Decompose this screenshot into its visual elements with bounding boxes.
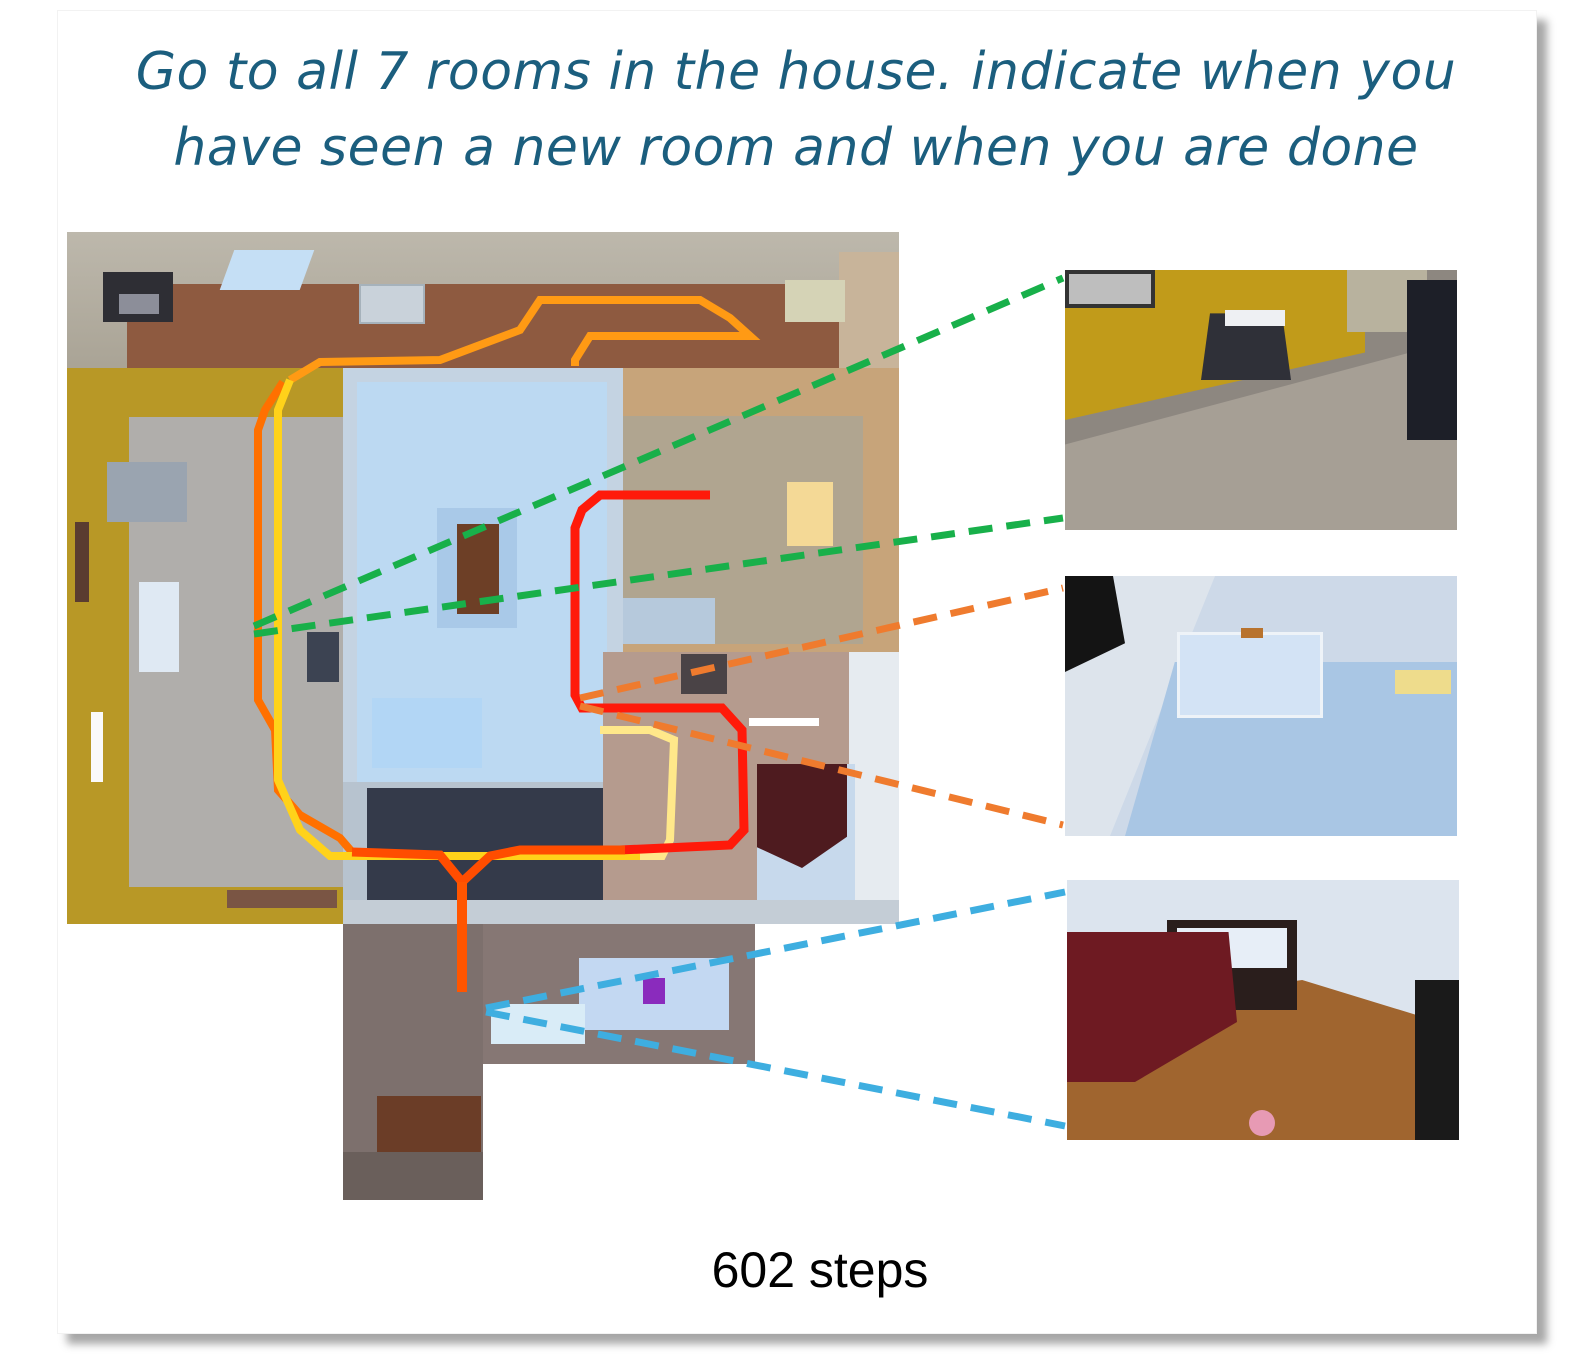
purple-cushion: [643, 978, 665, 1004]
sink: [623, 598, 715, 644]
bedroom-right-wall: [849, 652, 899, 922]
sofa: [107, 462, 187, 522]
entry-floor: [343, 1152, 483, 1200]
map-bottom-strip: [343, 900, 899, 924]
desk-light: [787, 482, 833, 546]
cabinet: [359, 284, 425, 324]
hall-right-wall: [839, 252, 899, 372]
coffee-table: [491, 1004, 585, 1044]
skylight: [219, 250, 315, 290]
shelf-unit: [785, 280, 845, 322]
chair: [1395, 670, 1451, 694]
pink-ball: [1249, 1110, 1275, 1136]
dining-table: [139, 582, 179, 672]
counter-dark: [307, 632, 339, 682]
instruction-line-1: Go to all 7 rooms in the house. indicate…: [135, 42, 1457, 102]
bedroom-light-strip: [749, 718, 819, 726]
wall-light: [91, 712, 103, 782]
white-bedroom-view: [1065, 576, 1457, 836]
glass-panel: [372, 698, 482, 768]
table-top: [1225, 310, 1285, 326]
bathroom-floor: [367, 788, 607, 910]
wall-picture: [75, 522, 89, 602]
desk-top: [119, 294, 159, 314]
bedroom-tv: [681, 654, 727, 694]
bottom-rug: [227, 890, 337, 908]
instruction-line-2: have seen a new room and when you are do…: [173, 118, 1419, 178]
dark-door: [1415, 980, 1459, 1140]
dining-room-view: [1065, 270, 1457, 530]
window: [1065, 270, 1155, 308]
entry-desk: [377, 1096, 481, 1152]
step-count: 602 steps: [711, 1242, 929, 1298]
house-map: [67, 232, 899, 1200]
white-bed: [1177, 632, 1323, 718]
pillow: [1241, 628, 1263, 638]
kitchen-table: [457, 524, 499, 614]
dark-door: [1407, 280, 1457, 440]
red-blanket-bedroom-view: [1067, 880, 1459, 1140]
instruction-text: Go to all 7 rooms in the house. indicate…: [57, 34, 1535, 186]
top-hallway-floor: [127, 284, 839, 372]
